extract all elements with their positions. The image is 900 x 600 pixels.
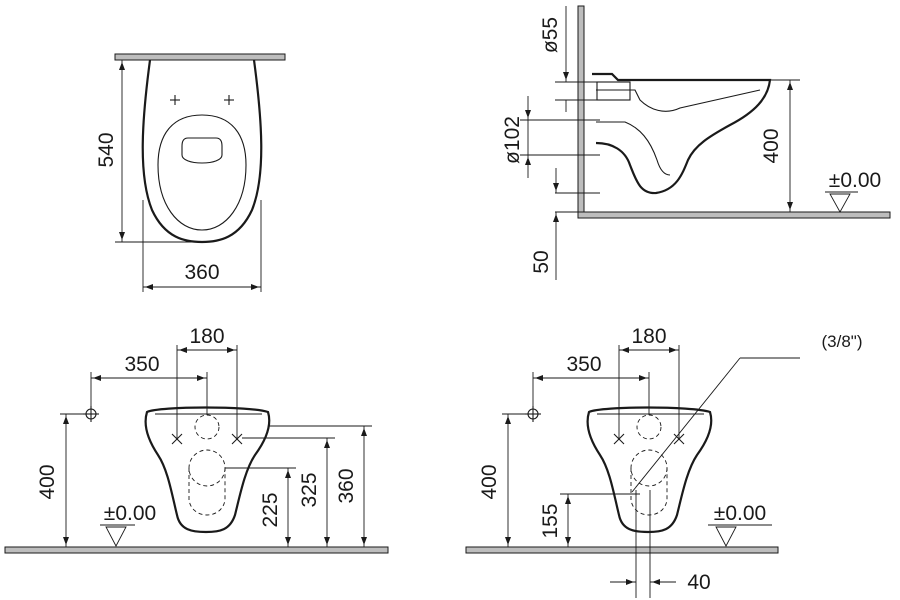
bowl-outline: [141, 59, 263, 244]
bowl-opening: [181, 137, 223, 164]
front-right-bolt-center: [636, 414, 662, 440]
side-view: ø55 ø102 400 ±0.00 50: [501, 5, 891, 280]
outlet-dimension: [520, 96, 600, 178]
front-right-supply-height-label: 400: [478, 464, 501, 499]
front-view-left: 180 350 400 ±0.00: [4, 325, 389, 554]
front-left-floor: [4, 546, 389, 554]
supply-dimension: [555, 6, 600, 112]
front-left-bolt-spacing-label: 180: [189, 325, 224, 348]
level-marker: [825, 191, 858, 213]
front-right-hole-spacing-dim: [610, 490, 676, 598]
side-view-wall: [577, 5, 585, 217]
front-left-bolt-height-label: 325: [298, 472, 321, 507]
front-right-supply-offset-label: 350: [566, 353, 601, 376]
front-right-hole-height-dim: [560, 493, 640, 547]
side-view-floor: [577, 211, 891, 219]
front-right-supply-offset-dim: [532, 372, 650, 415]
front-left-supply-height-dim: [60, 413, 86, 547]
front-right-bowl: [586, 406, 713, 534]
top-view-wall: [114, 53, 286, 61]
front-right-supply-height-dim: [502, 413, 528, 547]
front-left-outlet: [188, 449, 226, 487]
side-profile-inner: [596, 89, 761, 112]
front-right-hole-spacing-label: 40: [687, 571, 710, 594]
front-left-bolt-spacing-dim: [176, 345, 238, 440]
front-right-bolts: [613, 433, 685, 445]
front-right-hole-height-label: 155: [539, 503, 562, 538]
front-left-height-dims: [225, 425, 372, 547]
bowl-rim: [157, 114, 247, 231]
side-trap: [596, 121, 671, 176]
seat-hinge-marks: [170, 95, 234, 105]
side-profile-outer: [592, 72, 772, 195]
front-left-bowl: [144, 406, 271, 534]
level-label: ±0.00: [829, 169, 881, 192]
front-left-supply-height-label: 400: [36, 464, 59, 499]
front-left-top-height-label: 360: [335, 468, 358, 503]
supply-connector: [596, 81, 631, 101]
front-left-outlet-height-label: 225: [259, 492, 282, 527]
front-right-thread-leader: [631, 357, 800, 493]
front-right-level-label: ±0.00: [714, 502, 766, 525]
top-view: 540 360: [95, 53, 286, 292]
width-label: 360: [184, 261, 219, 284]
front-left-bolt-center: [194, 414, 220, 440]
front-right-floor: [465, 546, 779, 554]
front-left-level-label: ±0.00: [104, 502, 156, 525]
bottom-offset-label: 50: [530, 250, 553, 273]
height-label: 400: [760, 128, 783, 163]
front-right-bolt-spacing-dim: [618, 345, 680, 440]
front-right-level-marker: [708, 524, 772, 547]
depth-label: 540: [95, 132, 118, 167]
front-view-right: 180 350 400 ±0.00 (3/8"): [465, 325, 863, 598]
front-right-thread-label: (3/8"): [822, 332, 863, 351]
outlet-diameter-label: ø102: [501, 116, 524, 164]
height-dimension: [770, 79, 800, 212]
front-left-supply-offset-dim: [90, 372, 208, 415]
front-left-level-marker: [100, 524, 135, 547]
front-left-supply-offset-label: 350: [124, 353, 159, 376]
depth-dimension: [115, 59, 202, 243]
supply-diameter-label: ø55: [539, 17, 562, 53]
front-right-bolt-spacing-label: 180: [631, 325, 666, 348]
bottom-offset-dimension: [553, 168, 600, 280]
front-left-bolts: [171, 433, 243, 445]
width-dimension: [142, 200, 262, 292]
